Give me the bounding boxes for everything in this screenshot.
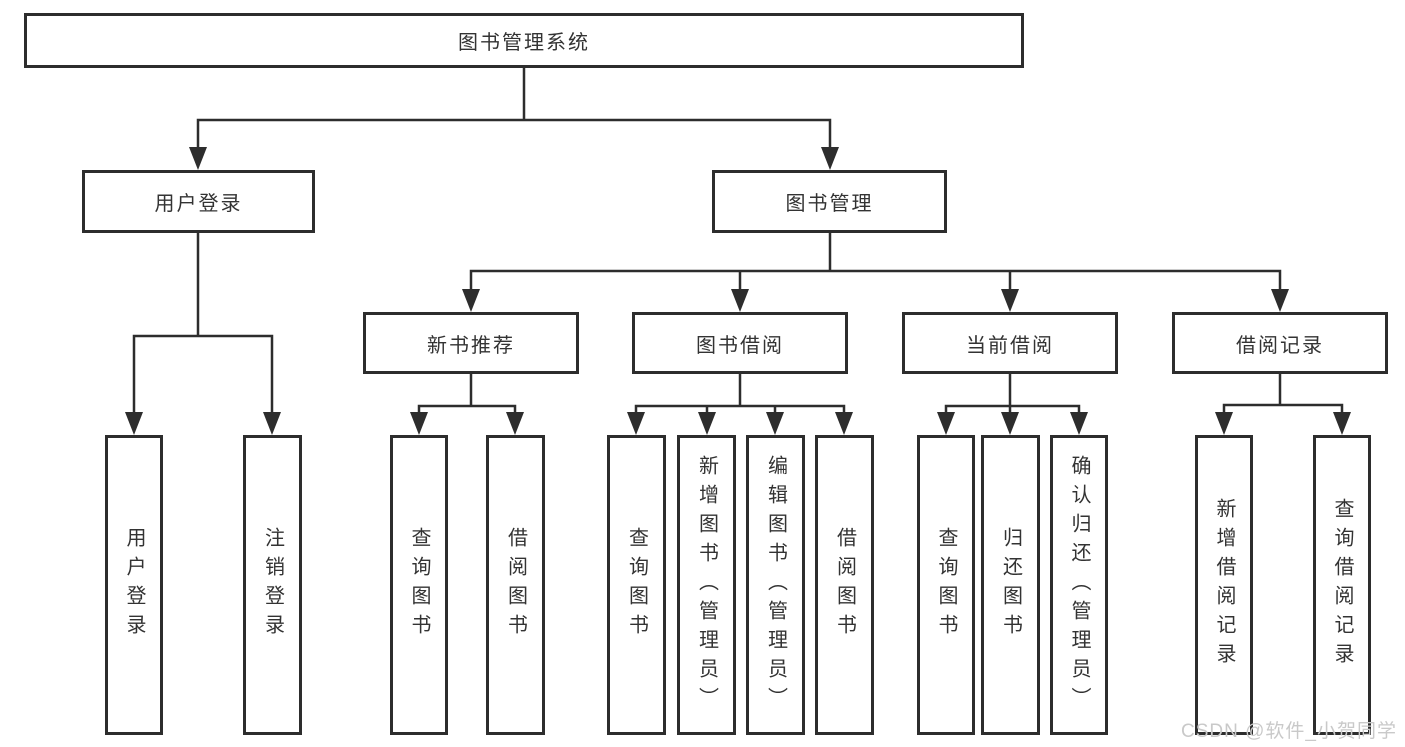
leaf-query-books-borrow: 查询图书 — [607, 435, 666, 735]
arrowhead — [766, 412, 784, 435]
connector-user-login-to-leaves — [132, 231, 274, 420]
leaf-query-books-recommend: 查询图书 — [390, 435, 448, 735]
node-label: 借阅图书 — [833, 527, 856, 643]
node-label: 查询图书 — [935, 527, 957, 643]
arrowhead — [506, 412, 524, 435]
node-label: 新书推荐 — [427, 334, 515, 357]
arrowhead — [821, 147, 839, 170]
leaf-user-login: 用户登录 — [105, 435, 163, 735]
leaf-add-borrow-record: 新增借阅记录 — [1195, 435, 1253, 735]
arrowhead — [627, 412, 645, 435]
node-label: 编辑图书（管理员） — [764, 454, 787, 716]
arrowhead — [263, 412, 281, 435]
leaf-edit-books-admin: 编辑图书（管理员） — [746, 435, 805, 735]
arrowhead — [410, 412, 428, 435]
leaf-confirm-return-admin: 确认归还（管理员） — [1050, 435, 1108, 735]
arrowhead — [1333, 412, 1351, 435]
leaf-borrow-books: 借阅图书 — [815, 435, 874, 735]
arrowheads — [125, 147, 1351, 435]
node-label: 用户登录 — [154, 193, 243, 215]
arrowhead — [835, 412, 853, 435]
connector-current-to-leaves — [944, 372, 1081, 420]
leaf-borrow-books-recommend: 借阅图书 — [486, 435, 545, 735]
leaf-logout: 注销登录 — [243, 435, 302, 735]
arrowhead — [125, 412, 143, 435]
connector-records-to-leaves — [1222, 372, 1344, 420]
arrowhead — [937, 412, 955, 435]
node-label: 归还图书 — [999, 527, 1022, 643]
arrowhead — [731, 289, 749, 312]
connector-root-to-level2 — [196, 66, 832, 152]
leaf-query-books-current: 查询图书 — [917, 435, 975, 735]
arrowhead — [1271, 289, 1289, 312]
node-label: 借阅记录 — [1236, 334, 1324, 357]
node-label: 查询图书 — [408, 527, 430, 643]
leaf-return-books: 归还图书 — [981, 435, 1040, 735]
node-label: 图书管理 — [785, 193, 874, 215]
arrowhead — [1001, 412, 1019, 435]
leaf-add-books-admin: 新增图书（管理员） — [677, 435, 736, 735]
node-borrow-records: 借阅记录 — [1172, 312, 1388, 374]
arrowhead — [462, 289, 480, 312]
leaf-query-borrow-record: 查询借阅记录 — [1313, 435, 1371, 735]
node-label: 当前借阅 — [966, 334, 1054, 357]
node-label: 查询图书 — [625, 527, 648, 643]
arrowhead — [1070, 412, 1088, 435]
csdn-watermark: CSDN @软件_小贺同学 — [1181, 721, 1397, 742]
node-label: 图书管理系统 — [458, 32, 590, 54]
node-label: 确认归还（管理员） — [1068, 454, 1090, 716]
node-label: 用户登录 — [123, 527, 145, 643]
node-label: 图书借阅 — [696, 334, 784, 357]
node-book-borrow: 图书借阅 — [632, 312, 848, 374]
node-label: 借阅图书 — [504, 527, 527, 643]
connector-book-management-to-level3 — [469, 231, 1282, 295]
node-root-system: 图书管理系统 — [24, 13, 1024, 68]
node-label: 新增图书（管理员） — [695, 454, 718, 716]
arrowhead — [1001, 289, 1019, 312]
arrowhead — [698, 412, 716, 435]
arrowhead — [1215, 412, 1233, 435]
node-book-management: 图书管理 — [712, 170, 947, 233]
node-label: 查询借阅记录 — [1331, 498, 1353, 672]
node-label: 注销登录 — [261, 527, 284, 643]
connector-borrow-to-leaves — [634, 372, 846, 420]
connector-recommend-to-leaves — [417, 372, 517, 420]
node-user-login: 用户登录 — [82, 170, 315, 233]
node-label: 新增借阅记录 — [1213, 498, 1235, 672]
arrowhead — [189, 147, 207, 170]
node-new-book-recommend: 新书推荐 — [363, 312, 579, 374]
node-current-borrow: 当前借阅 — [902, 312, 1118, 374]
